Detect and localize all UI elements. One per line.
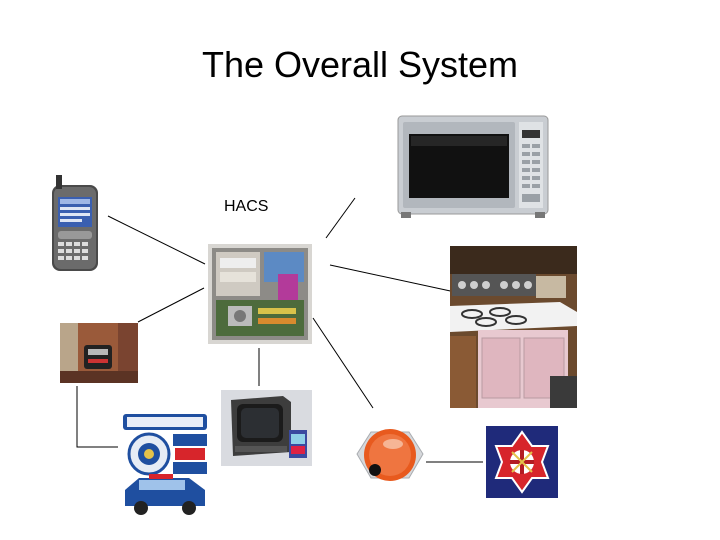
fire-rescue-emblem-icon [486, 426, 558, 498]
microwave-icon [397, 112, 549, 220]
television-icon [221, 390, 312, 466]
line-hacs-stove [329, 264, 456, 293]
line-pda-hacs [107, 215, 206, 265]
electric-stove-icon [450, 246, 577, 408]
line-sensor-hacs [137, 287, 205, 323]
line-hacs-alarm [312, 317, 374, 409]
police-badge-icon [119, 412, 211, 516]
line-sensor-police [76, 386, 118, 448]
wall-sensor-icon [60, 323, 138, 383]
hacs-computer-icon [208, 244, 312, 344]
line-microwave-hacs [325, 197, 356, 239]
fire-alarm-bell-icon [353, 420, 426, 490]
hacs-label: HACS [224, 198, 269, 215]
pda-phone-icon [50, 175, 100, 273]
page-title: The Overall System [201, 44, 519, 85]
